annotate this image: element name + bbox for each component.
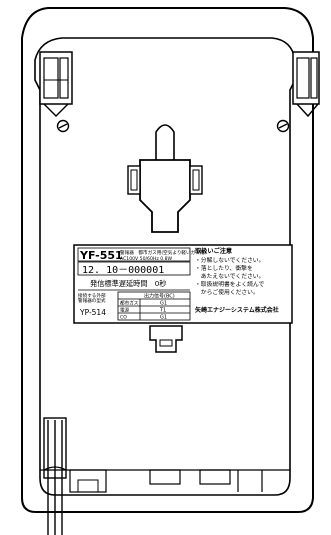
- table-row-value: G1: [160, 301, 167, 307]
- table-row-value: T1: [159, 308, 166, 314]
- table-row-name: 都市ガス: [120, 300, 139, 307]
- model-text: YF-551: [79, 249, 123, 262]
- right-screw: [276, 119, 290, 133]
- caution-title: 取扱いご注意: [195, 247, 232, 255]
- table-row-name: CO: [120, 315, 127, 321]
- left-clip: [39, 51, 73, 117]
- caution-line: からご使用ください。: [195, 288, 259, 296]
- spec-line-1: 警報器 都市ガス用(空気より軽いガス用): [120, 249, 206, 256]
- table-header: 出力信号(BC): [144, 293, 175, 300]
- caution-line: ・落としたり、衝撃を: [195, 264, 253, 272]
- table-row-name: 電源: [120, 307, 130, 314]
- caution-line: ・分解しないでください。: [195, 256, 264, 264]
- right-clip: [292, 51, 320, 118]
- cable: [43, 417, 67, 535]
- delay-text: 発信標準遅延時間 0秒: [90, 279, 166, 288]
- inner-plate: [34, 37, 296, 496]
- spec-line-2: AC100V 50/60Hz 0.8W: [120, 256, 173, 262]
- rating-label: YF-551 警報器 都市ガス用(空気より軽いガス用) AC100V 50/60…: [73, 244, 293, 324]
- left-screw: [56, 119, 70, 133]
- connect-text-1: 接続する外部: [78, 292, 106, 299]
- caution-line: ・取扱説明書をよく読んで: [195, 280, 264, 288]
- serial-number: 12. 10－000001: [82, 265, 164, 276]
- lower-latch: [149, 325, 183, 353]
- table-row-value: G1: [160, 315, 167, 321]
- connect-text-2: 警報器の型式: [78, 297, 106, 304]
- connect-model: YP-514: [79, 308, 106, 317]
- caution-line: あたえないでください。: [195, 273, 264, 280]
- keyhole-tab: [155, 124, 175, 160]
- bottom-rails: [40, 469, 290, 493]
- maker-name: 矢崎エナジーシステム株式会社: [195, 306, 279, 314]
- mounting-bracket: [127, 159, 203, 233]
